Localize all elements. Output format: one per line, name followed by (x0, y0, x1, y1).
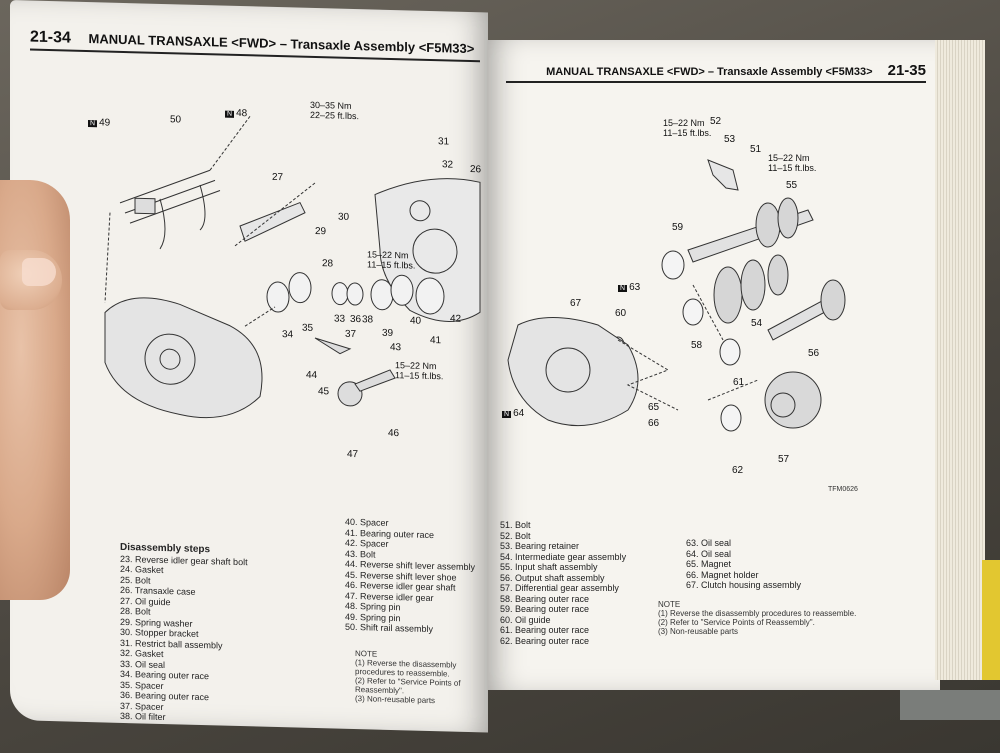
right-steps-col2: 63. Oil seal 64. Oil seal 65. Magnet 66.… (686, 538, 801, 591)
callout-60: 60 (615, 308, 627, 319)
callout-28: 28 (322, 258, 334, 270)
right-notes: NOTE (1) Reverse the disassembly procedu… (658, 600, 857, 636)
step-item: 64. Oil seal (686, 548, 732, 559)
callout-35: 35 (302, 322, 314, 334)
callout-55: 55 (786, 180, 798, 191)
step-item: 57. Differential gear assembly (500, 583, 619, 593)
callout-53: 53 (724, 134, 736, 145)
callout-44: 44 (306, 369, 318, 382)
step-item: 56. Output shaft assembly (500, 572, 605, 583)
callout-41: 41 (430, 334, 442, 347)
callout-43: 43 (390, 341, 402, 354)
callout-45: 45 (318, 386, 330, 398)
callout-29: 29 (315, 225, 327, 238)
callout-26: 26 (470, 164, 482, 176)
callout-31: 31 (438, 136, 450, 148)
non-reusable-icon: N (225, 110, 235, 118)
left-steps-col2: 40. Spacer 41. Bearing outer race 42. Sp… (345, 517, 475, 636)
step-item: 52. Bolt (500, 530, 531, 541)
clutch-housing-drawing (104, 297, 263, 419)
thumbnail (22, 258, 56, 286)
page-stack-edge (935, 40, 985, 680)
callout-46: 46 (388, 427, 400, 440)
callout-47: 47 (347, 448, 359, 461)
callout-51: 51 (750, 144, 762, 155)
callout-42: 42 (450, 313, 462, 325)
right-page: MANUAL TRANSAXLE <FWD> – Transaxle Assem… (488, 40, 940, 690)
step-item: 60. Oil guide (500, 614, 551, 625)
step-item: 59. Bearing outer race (500, 604, 590, 614)
callout-57: 57 (778, 454, 790, 465)
step-item: 66. Magnet holder (686, 569, 759, 580)
step-item: 58. Bearing outer race (500, 593, 590, 604)
step-item: 51. Bolt (500, 520, 531, 530)
step-item: 54. Intermediate gear assembly (500, 551, 627, 562)
callout-38: 38 (362, 314, 374, 326)
callout-50: 50 (170, 114, 182, 126)
left-page: 21-34 MANUAL TRANSAXLE <FWD> – Transaxle… (10, 0, 488, 733)
yellow-object (982, 560, 1000, 680)
step-item: 62. Bearing outer race (500, 635, 590, 646)
left-exploded-diagram (104, 115, 481, 419)
callout-40: 40 (410, 315, 422, 327)
callout-39: 39 (382, 327, 394, 340)
step-item: 53. Bearing retainer (500, 541, 580, 551)
callout-59: 59 (672, 222, 684, 233)
callout-54: 54 (751, 318, 763, 329)
step-item: 61. Bearing outer race (500, 625, 590, 635)
callout-37: 37 (345, 328, 357, 341)
callout-65: 65 (648, 402, 660, 413)
right-page-number: 21-35 (887, 62, 926, 79)
non-reusable-icon: N (88, 120, 98, 128)
callout-61: 61 (733, 377, 745, 388)
left-notes: NOTE (1) Reverse the disassembly procedu… (355, 649, 461, 706)
right-page-title: MANUAL TRANSAXLE <FWD> – Transaxle Assem… (546, 66, 873, 78)
callout-27: 27 (272, 171, 284, 184)
holding-hand (0, 180, 70, 600)
gray-object (900, 690, 1000, 720)
callout-34: 34 (282, 329, 294, 341)
figure-code: TFM0626 (828, 486, 858, 493)
callout-66: 66 (648, 418, 660, 429)
non-reusable-icon: N (502, 411, 512, 418)
callout-58: 58 (691, 340, 703, 351)
callout-33: 33 (334, 313, 346, 325)
step-item: 67. Clutch housing assembly (686, 580, 802, 590)
callout-36: 36 (350, 313, 362, 326)
right-steps-col1: 51. Bolt 52. Bolt 53. Bearing retainer 5… (500, 520, 626, 646)
callout-52: 52 (710, 116, 722, 127)
callout-67: 67 (570, 298, 582, 309)
callout-56: 56 (808, 348, 820, 359)
non-reusable-icon: N (618, 285, 628, 292)
right-exploded-diagram (507, 159, 846, 432)
shift-rail-drawing (119, 169, 221, 250)
step-item: 55. Input shaft assembly (500, 562, 598, 572)
oil-guide-drawing (239, 201, 306, 242)
callout-30: 30 (338, 211, 350, 223)
step-item: 65. Magnet (686, 559, 732, 569)
right-page-header: MANUAL TRANSAXLE <FWD> – Transaxle Assem… (506, 62, 926, 83)
step-item: 63. Oil seal (686, 538, 732, 548)
callout-32: 32 (442, 159, 454, 171)
callout-62: 62 (732, 465, 744, 476)
left-steps-col1: Disassembly steps 23. Reverse idler gear… (120, 542, 248, 733)
